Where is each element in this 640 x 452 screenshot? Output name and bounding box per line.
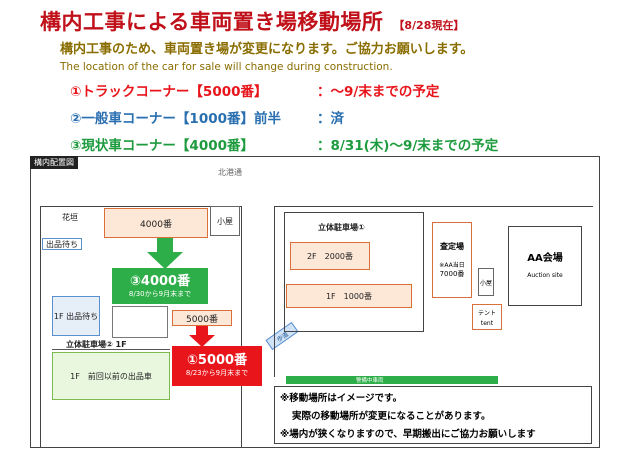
- auction-site: AA会場 Auction site: [508, 226, 582, 306]
- inspection-title: 査定場: [440, 242, 464, 251]
- schedule-label: ②一般車コーナー【1000番】前半: [70, 111, 282, 127]
- road-label: 北港通: [218, 168, 242, 177]
- arrow-down-red-icon: [189, 326, 215, 347]
- auction-title: AA会場: [527, 253, 563, 264]
- construction-label: 警備中車両: [356, 378, 384, 384]
- map-title: 構内配置図: [30, 156, 78, 169]
- waiting-area-label: 1F 出品待ち: [53, 311, 99, 321]
- shed-box-2: 小屋: [478, 268, 494, 296]
- schedule-status: ：～9/末までの予定: [317, 84, 440, 100]
- new-4000-title: ③4000番: [129, 274, 191, 289]
- floor-2f: 2F 2000番: [290, 242, 370, 270]
- inspection-sub1: ※AA当日: [439, 262, 465, 269]
- left-lot: 1F 前回以前の出品車: [52, 352, 170, 400]
- inner-lot: [112, 306, 168, 338]
- waiting-area-1f: 1F 出品待ち: [52, 296, 100, 336]
- schedule-label: ①トラックコーナー【5000番】: [70, 84, 268, 100]
- hanagaki-label: 花垣: [62, 213, 78, 222]
- new-5000-title: ①5000番: [186, 353, 248, 368]
- floor-2f-label: 2F 2000番: [306, 251, 354, 261]
- waiting-label-box: 出品待ち: [42, 238, 82, 250]
- note-2: 実際の移動場所が変更になることがあります。: [292, 411, 491, 422]
- title-text: 構内工事による車両置き場移動場所: [40, 10, 384, 34]
- auction-sub: Auction site: [527, 272, 563, 279]
- note-1: ※移動場所はイメージです。: [280, 393, 403, 404]
- right-area-outline: [274, 206, 593, 377]
- parking-divider: [52, 349, 170, 350]
- new-5000-sub: 8/23から9月末まで: [185, 369, 249, 377]
- block-4000: 4000番: [104, 208, 208, 238]
- inspection-area: 査定場 ※AA当日 7000番: [432, 222, 472, 298]
- tent-box: テント tent: [472, 304, 502, 330]
- schedule-status: ：済: [317, 111, 344, 127]
- floor-1f-label: 1F 1000番: [325, 291, 373, 301]
- parking-right-label: 立体駐車場①: [318, 223, 365, 232]
- shed-label: 小屋: [217, 216, 233, 226]
- page-title: 構内工事による車両置き場移動場所【8/28現在】: [40, 6, 464, 36]
- inspection-sub2: 7000番: [439, 270, 465, 278]
- block-4000-label: 4000番: [140, 219, 172, 230]
- left-lot-label: 1F 前回以前の出品車: [70, 371, 152, 381]
- floor-1f: 1F 1000番: [286, 284, 412, 308]
- notes-box: [274, 386, 592, 444]
- note-3: ※場内が狭くなりますので、早期搬出にご協力お願いします: [280, 429, 536, 440]
- tent-label-jp: テント: [477, 310, 496, 317]
- new-5000-box: ①5000番 8/23から9月末まで: [172, 346, 262, 386]
- left-area-outline: [40, 206, 242, 447]
- shed-label-2: 小屋: [479, 279, 492, 287]
- shed-box: 小屋: [210, 206, 240, 236]
- schedule-item-truck: ①トラックコーナー【5000番】 ：～9/末までの予定: [70, 80, 439, 100]
- schedule-item-current: ③現状車コーナー【4000番】 ：8/31(木)～9/末までの予定: [70, 134, 498, 154]
- schedule-status: ：8/31(木)～9/末までの予定: [317, 138, 499, 154]
- site-map: [30, 156, 600, 448]
- date-badge: 【8/28現在】: [393, 19, 465, 32]
- arrow-down-icon: [147, 238, 183, 269]
- new-4000-sub: 8/30から9月末まで: [128, 290, 192, 298]
- parking-left-label: 立体駐車場② 1F: [66, 340, 127, 349]
- new-4000-box: ③4000番 8/30から9月末まで: [112, 268, 208, 304]
- block-5000-label: 5000番: [186, 314, 218, 325]
- subtitle-en: The location of the car for sale will ch…: [60, 61, 393, 73]
- block-5000: 5000番: [172, 310, 232, 326]
- construction-bar: [286, 376, 498, 384]
- parking-structure-1: [284, 212, 424, 332]
- subtitle-jp: 構内工事のため、車両置き場が変更になります。ご協力お願いします。: [60, 42, 474, 57]
- waiting-label: 出品待ち: [46, 239, 78, 249]
- schedule-item-general: ②一般車コーナー【1000番】前半 ：済: [70, 107, 344, 127]
- schedule-label: ③現状車コーナー【4000番】: [70, 138, 255, 154]
- tent-label-en: tent: [480, 320, 494, 327]
